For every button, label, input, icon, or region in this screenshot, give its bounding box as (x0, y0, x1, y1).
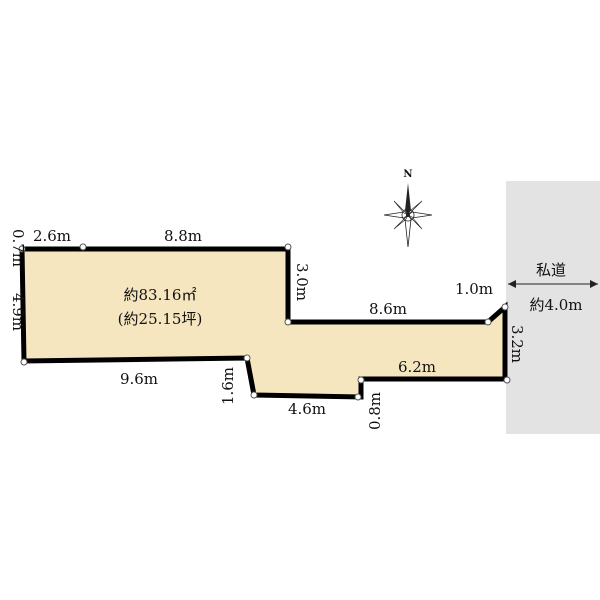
survey-point (284, 318, 292, 326)
dim-right-side: 3.2m (508, 325, 526, 363)
road-name: 私道 (536, 261, 566, 279)
dim-top-long: 8.8m (164, 227, 202, 245)
north-label: N (403, 169, 412, 180)
survey-point (18, 245, 26, 253)
private-road (506, 181, 600, 434)
lot-boundary (19, 246, 508, 400)
dim-bottom-small: 0.8m (366, 392, 384, 430)
survey-point (357, 376, 365, 384)
survey-point (503, 376, 511, 384)
dim-bottom-left: 9.6m (120, 370, 158, 388)
lot-area-tsubo: (約25.15坪) (118, 310, 203, 328)
road-width-arrow (508, 280, 598, 288)
lot-area-m2: 約83.16㎡ (124, 286, 197, 304)
survey-point (250, 391, 258, 399)
dim-bottom-middle: 4.6m (288, 400, 326, 418)
survey-point (484, 318, 492, 326)
dim-diagonal: 1.0m (455, 280, 493, 298)
dim-bottom-right: 6.2m (398, 358, 436, 376)
survey-points (18, 243, 511, 401)
road-width: 約4.0m (529, 296, 582, 314)
dim-middle-top: 8.6m (369, 300, 407, 318)
survey-point (501, 303, 509, 311)
survey-point (79, 243, 87, 251)
survey-point (20, 358, 28, 366)
north-compass-icon (383, 183, 433, 248)
dim-left-top: 0.7m (9, 229, 27, 267)
dim-step-down: 3.0m (293, 263, 311, 301)
dim-bottom-step: 1.6m (219, 367, 237, 405)
survey-point (354, 393, 362, 401)
dim-top-left-short: 2.6m (33, 227, 71, 245)
survey-point (284, 243, 292, 251)
survey-point (243, 354, 251, 362)
dim-left-main: 4.9m (9, 293, 27, 331)
